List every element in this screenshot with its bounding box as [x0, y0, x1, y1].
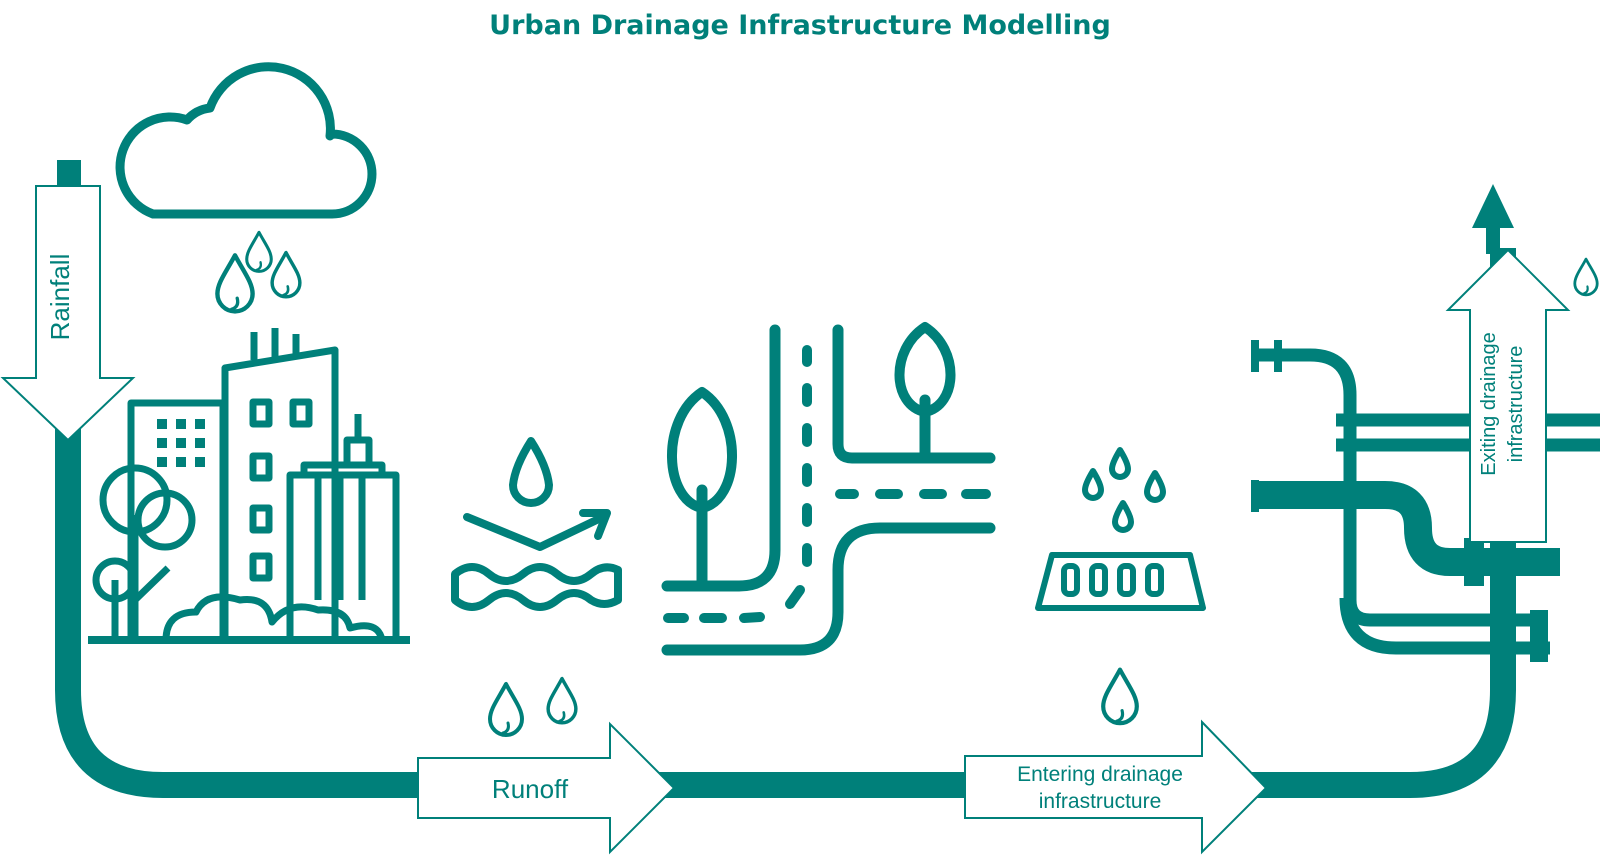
raindrop-icon	[217, 230, 302, 311]
exiting-label-line2: infrastructure	[1505, 346, 1527, 463]
flow-loop-pipe	[55, 248, 1516, 798]
entering-label-line1: Entering drainage	[1017, 763, 1183, 786]
entering-label-line2: infrastructure	[1039, 790, 1162, 813]
entering-drainage-arrow: Entering drainage infrastructure	[964, 719, 1268, 855]
runoff-label: Runoff	[492, 774, 569, 804]
cloud-icon	[115, 62, 377, 219]
exiting-drainage-arrow: Exiting drainage infrastructure	[1445, 184, 1571, 543]
diagram-title: Urban Drainage Infrastructure Modelling	[489, 10, 1111, 41]
runoff-arrow: Runoff	[417, 721, 676, 855]
raindrop-icon	[490, 676, 578, 735]
pipes-icon	[1251, 340, 1600, 662]
city-buildings-icon	[88, 328, 410, 644]
storm-drain-icon	[1035, 447, 1206, 611]
rainfall-label: Rainfall	[45, 254, 75, 341]
raindrop-icon	[1573, 257, 1599, 297]
rainfall-arrow: Rainfall	[0, 160, 136, 442]
road-trees-icon	[661, 322, 996, 656]
exiting-label-line1: Exiting drainage	[1478, 332, 1500, 475]
runoff-water-icon	[451, 437, 622, 611]
raindrop-icon	[1103, 670, 1137, 724]
